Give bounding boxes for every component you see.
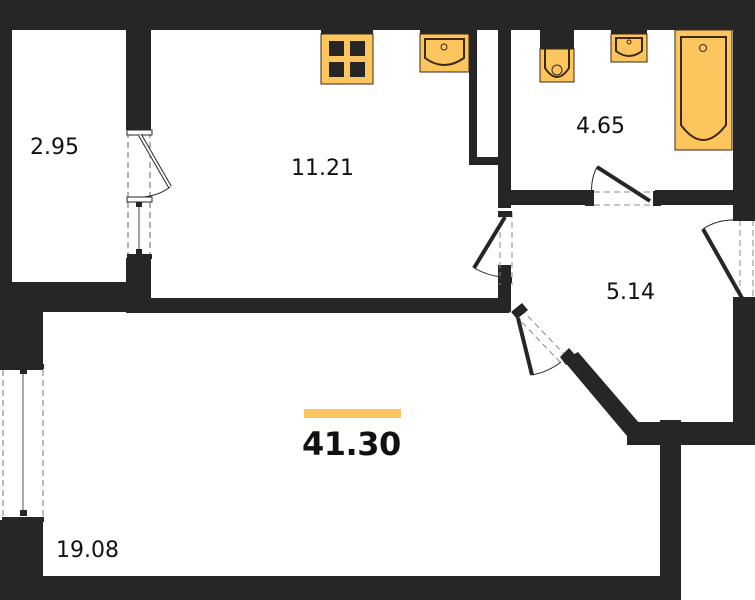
washbasin-icon xyxy=(610,30,648,63)
total-area-accent-bar xyxy=(304,409,401,418)
entrance-door[interactable] xyxy=(701,214,755,304)
room-area-hallway: 5.14 xyxy=(606,280,655,305)
room-area-balcony: 2.95 xyxy=(30,135,79,160)
room-area-kitchen: 11.21 xyxy=(291,156,354,181)
kitchen-sink-icon xyxy=(419,30,470,73)
balcony-door[interactable] xyxy=(126,129,172,259)
living-room-door[interactable] xyxy=(509,303,576,376)
stove-icon xyxy=(320,30,374,85)
bathtub-icon xyxy=(674,29,733,151)
living-room-window xyxy=(0,364,44,522)
room-area-living-room: 19.08 xyxy=(56,538,119,563)
room-area-bathroom: 4.65 xyxy=(576,114,625,139)
kitchen-door[interactable] xyxy=(472,208,513,285)
bathroom-door[interactable] xyxy=(585,165,661,206)
total-area: 41.30 xyxy=(302,425,401,463)
toilet-icon xyxy=(539,30,575,83)
